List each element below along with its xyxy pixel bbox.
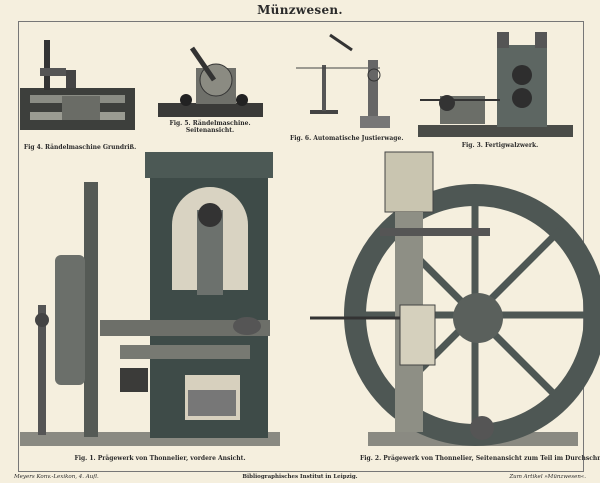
- fig2-coining-press-side-section: [310, 151, 600, 446]
- footer-right: Zum Artikel »Münzwesen«.: [509, 474, 586, 480]
- fig1-coining-press-front: [20, 152, 280, 446]
- fig2-caption: Fig. 2. Prägewerk von Thonnelier, Seiten…: [360, 455, 600, 462]
- footer-left: Meyers Konv.-Lexikon, 4. Aufl.: [14, 474, 99, 480]
- fig3-caption: Fig. 3. Fertigwalzwerk.: [461, 142, 539, 149]
- fig4-caption: Fig 4. Rändelmaschine Grundriß.: [23, 144, 137, 151]
- fig6-automatic-coin-scale: [296, 33, 390, 128]
- fig3-finishing-rolling-mill: [418, 32, 573, 137]
- plate-title: Münzwesen.: [257, 3, 343, 17]
- fig5-caption-line1: Fig. 5. Rändelmaschine.: [169, 120, 251, 127]
- fig5-caption-line2: Seitenansicht.: [185, 127, 235, 134]
- footer-center: Bibliographisches Institut in Leipzig.: [242, 474, 358, 480]
- fig1-caption: Fig. 1. Prägewerk von Thonnelier, vorder…: [74, 455, 246, 462]
- fig6-caption: Fig. 6. Automatische Justierwage.: [290, 135, 404, 142]
- fig4-knurling-machine-plan: [20, 40, 135, 130]
- fig5-knurling-machine-side: [158, 46, 263, 117]
